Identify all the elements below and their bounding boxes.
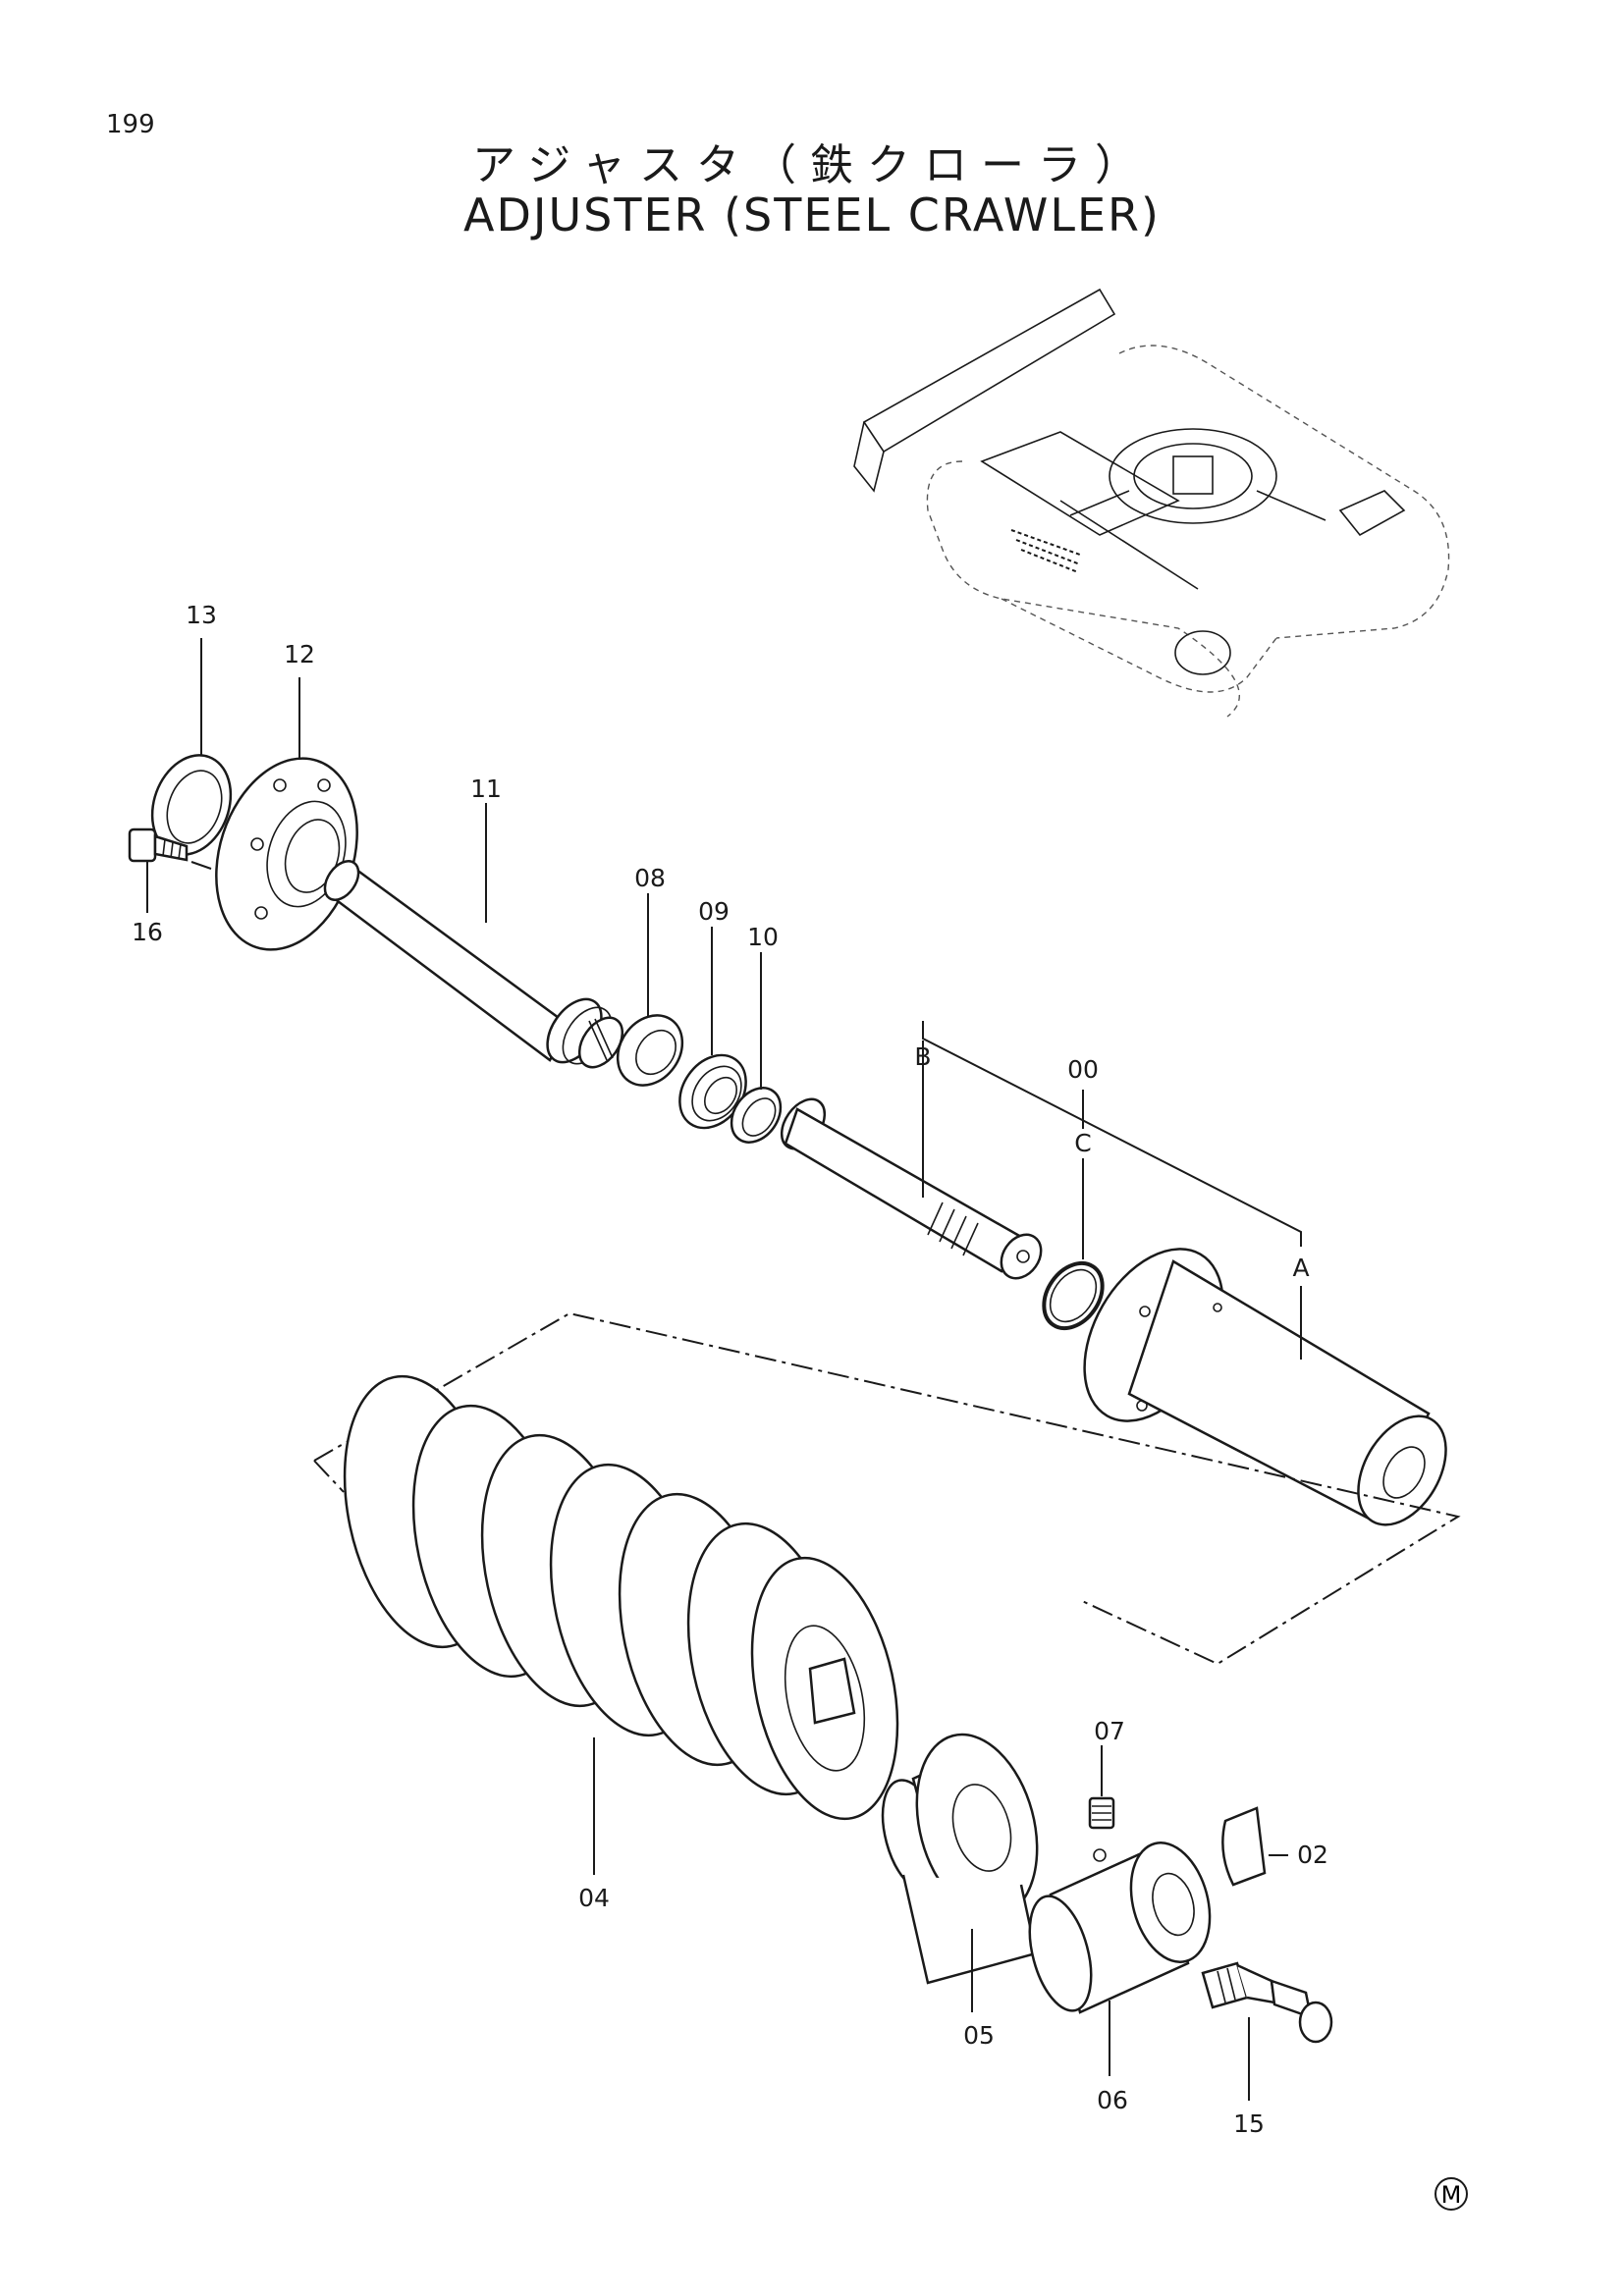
- corner-mark: M: [1435, 2177, 1468, 2211]
- part-16-bolt: [128, 828, 212, 913]
- part-08-ring: [616, 893, 684, 1087]
- callout-c: C: [1074, 1129, 1091, 1157]
- callout-16: 16: [132, 918, 163, 946]
- callout-06: 06: [1097, 2086, 1128, 2114]
- callout-a: A: [1292, 1254, 1309, 1282]
- part-13-seal: [150, 638, 233, 856]
- part-06-fitting-block: [1028, 1842, 1212, 2076]
- part-07-plug: [1088, 1745, 1115, 1830]
- title-japanese: アジャスタ（鉄クローラ）: [471, 140, 1153, 190]
- part-02-plate: [1221, 1806, 1288, 1887]
- part-15-grease-nipple: [1201, 1961, 1333, 2101]
- title-english: ADJUSTER (STEEL CRAWLER): [463, 188, 1161, 241]
- callout-07: 07: [1094, 1717, 1125, 1745]
- part-a-cylinder: [1083, 1248, 1447, 1526]
- machine-overview-illustration: [853, 288, 1450, 718]
- callout-12: 12: [284, 640, 315, 668]
- assembly-outline: [313, 1311, 1461, 1666]
- part-11-shaft: [323, 803, 624, 1069]
- page-number: 199: [106, 110, 155, 139]
- callout-13: 13: [186, 601, 217, 629]
- callout-02: 02: [1297, 1841, 1328, 1869]
- assembly-00-bracket: [922, 1021, 1302, 1247]
- part-12-flange: [215, 677, 358, 951]
- callout-09: 09: [698, 897, 730, 926]
- callout-10: 10: [747, 923, 779, 951]
- part-04-spring: [343, 1374, 899, 1875]
- callout-04: 04: [578, 1884, 610, 1912]
- callout-11: 11: [470, 774, 502, 803]
- callout-08: 08: [634, 864, 666, 892]
- part-10-snap-ring: [730, 952, 783, 1144]
- callout-15: 15: [1233, 2109, 1265, 2138]
- callout-05: 05: [963, 2021, 995, 2050]
- callout-00: 00: [1067, 1055, 1099, 1084]
- part-b-rod: [780, 1041, 1043, 1280]
- part-05-spring-seat: [881, 1733, 1039, 2012]
- corner-mark-letter: M: [1441, 2181, 1462, 2209]
- part-c-o-ring: [1042, 1158, 1105, 1331]
- callout-b: B: [914, 1042, 931, 1071]
